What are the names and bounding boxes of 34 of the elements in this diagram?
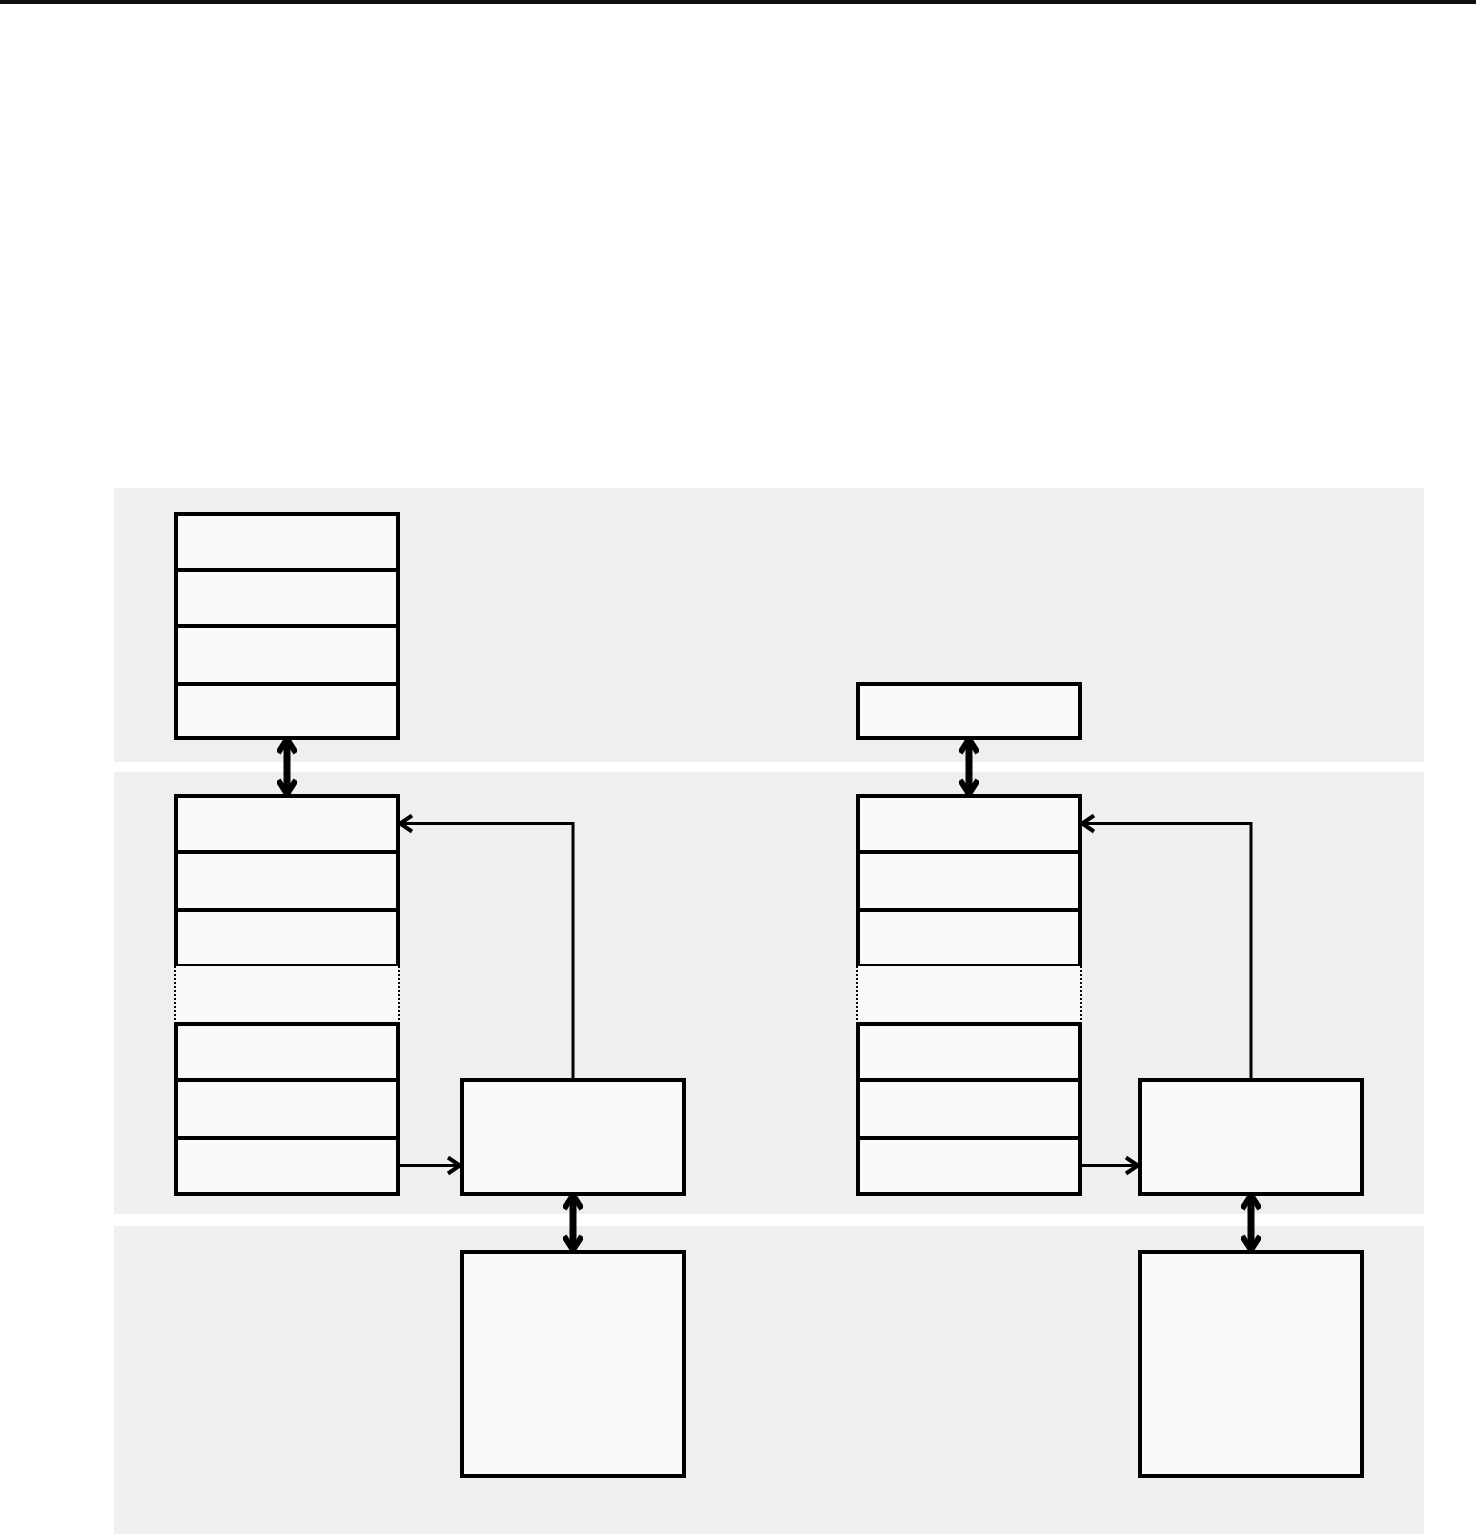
block-box — [174, 568, 400, 627]
block-box — [856, 794, 1082, 853]
section-band — [114, 488, 1424, 762]
block-box — [460, 1250, 686, 1478]
double-arrow — [275, 736, 299, 797]
double-arrow — [1239, 1192, 1263, 1253]
block-box — [174, 512, 400, 571]
section-band — [114, 1226, 1424, 1534]
block-box — [174, 850, 400, 911]
block-box — [174, 794, 400, 853]
block-box — [856, 1136, 1082, 1195]
arrow — [398, 813, 575, 1078]
block-box — [856, 1022, 1082, 1081]
double-arrow — [957, 736, 981, 797]
block-box — [174, 624, 400, 685]
block-box — [856, 682, 1082, 739]
block-box — [174, 682, 400, 739]
double-arrow — [561, 1192, 585, 1253]
block-box — [1138, 1078, 1364, 1195]
arrow — [400, 1155, 462, 1176]
block-box — [174, 1022, 400, 1081]
section-band — [114, 772, 1424, 1214]
ellipsis-gap — [856, 966, 1082, 1023]
block-box — [856, 850, 1082, 911]
block-box — [174, 1136, 400, 1195]
block-box — [460, 1078, 686, 1195]
arrow — [1080, 813, 1253, 1078]
arrow — [1082, 1155, 1140, 1176]
block-box — [1138, 1250, 1364, 1478]
block-box — [174, 908, 400, 967]
block-box — [856, 1078, 1082, 1139]
ellipsis-gap — [174, 966, 400, 1023]
block-box — [174, 1078, 400, 1139]
block-box — [856, 908, 1082, 967]
